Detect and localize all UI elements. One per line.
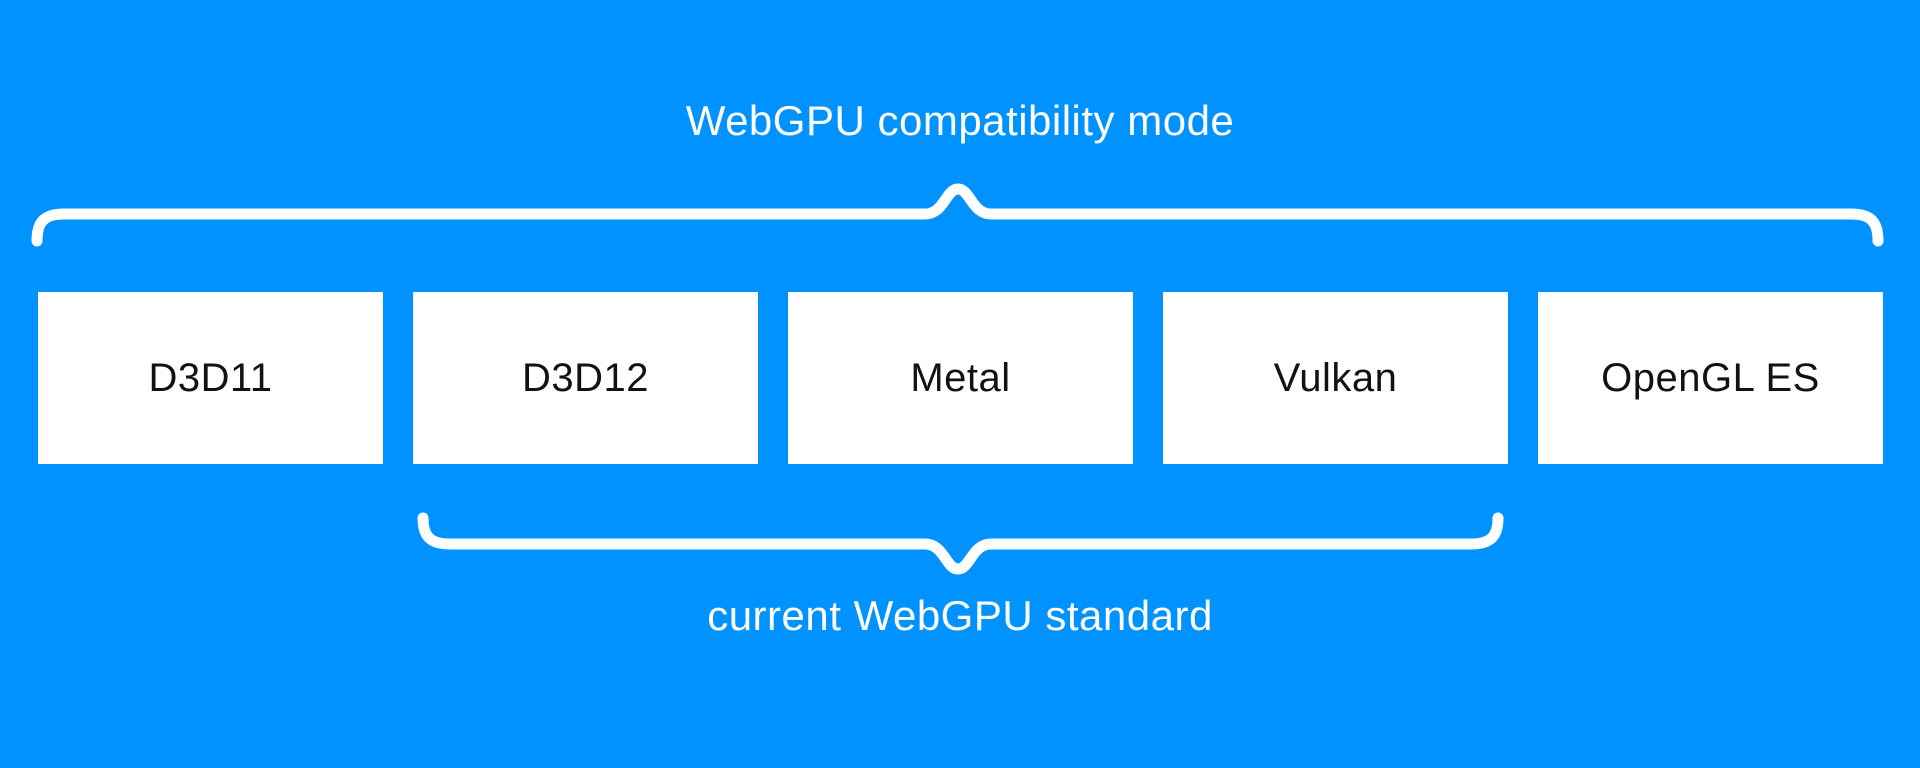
- api-box-label: D3D12: [521, 355, 649, 400]
- api-box-label: D3D11: [148, 355, 273, 400]
- bottom-group-label: current WebGPU standard: [707, 592, 1213, 639]
- api-box-d3d12: D3D12: [413, 292, 758, 464]
- top-group-label: WebGPU compatibility mode: [685, 97, 1235, 144]
- api-box-label: Vulkan: [1273, 355, 1398, 400]
- api-box-row: D3D11 D3D12 Metal Vulkan OpenGL ES: [38, 292, 1883, 464]
- api-box-label: OpenGL ES: [1601, 355, 1820, 400]
- api-box-vulkan: Vulkan: [1163, 292, 1508, 464]
- api-box-opengl-es: OpenGL ES: [1538, 292, 1883, 464]
- api-box-metal: Metal: [788, 292, 1133, 464]
- api-box-label: Metal: [910, 355, 1011, 400]
- bottom-brace: [417, 512, 1504, 575]
- api-box-d3d11: D3D11: [38, 292, 383, 464]
- top-brace: [31, 183, 1884, 247]
